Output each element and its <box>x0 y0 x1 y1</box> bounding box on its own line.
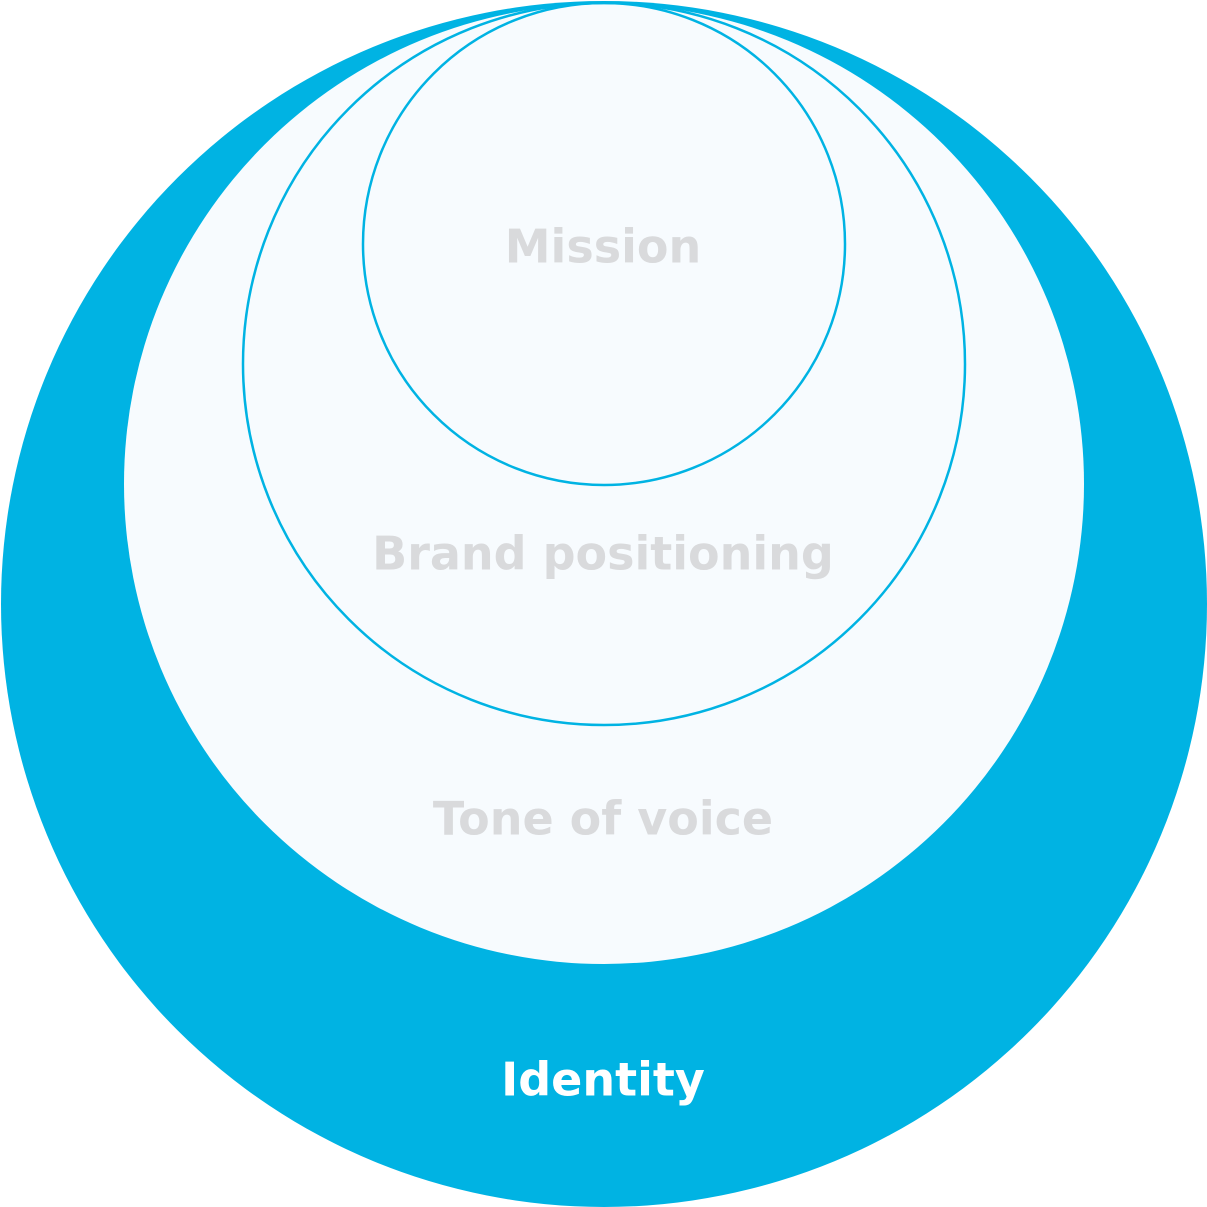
identity-label: Identity <box>501 1053 705 1107</box>
mission-layer-circle <box>361 1 847 487</box>
brand-positioning-label: Brand positioning <box>372 527 834 581</box>
mission-label: Mission <box>505 220 701 274</box>
tone-of-voice-label: Tone of voice <box>433 792 773 846</box>
